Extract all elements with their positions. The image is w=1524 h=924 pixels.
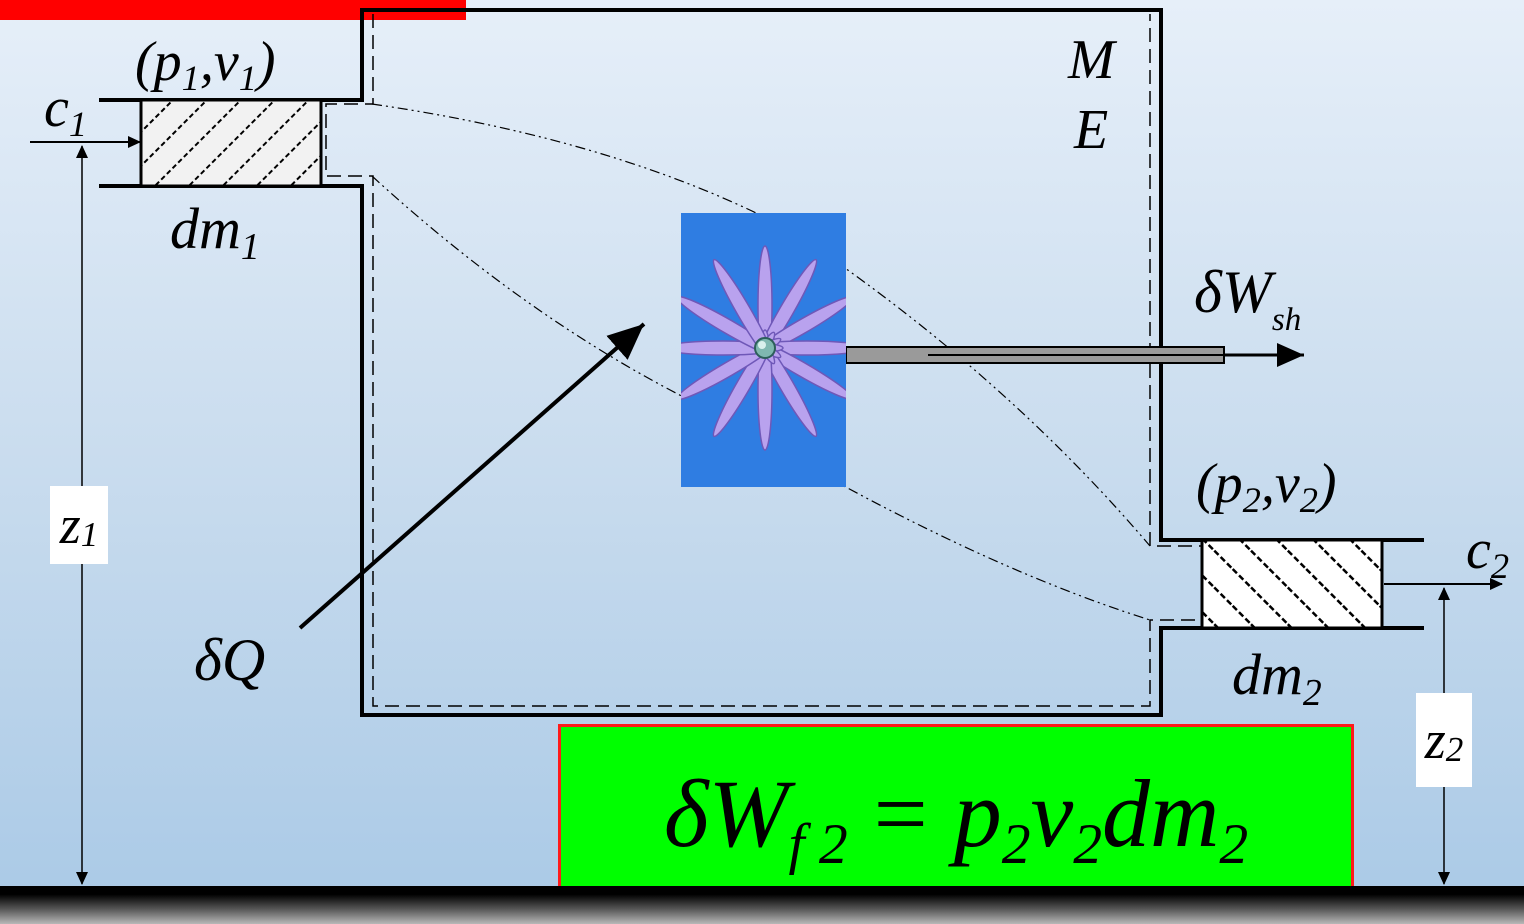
heat-label: δQ <box>194 627 266 693</box>
dm2-label: dm2 <box>1232 642 1322 714</box>
inlet-slug-dm1 <box>139 98 323 188</box>
shaft-work-label: δWsh <box>1194 259 1302 339</box>
energy-label: E <box>1074 99 1109 161</box>
shaft <box>845 346 1225 364</box>
state2-label: (p2,v2) <box>1196 453 1337 521</box>
heat-arrow-icon <box>298 322 646 630</box>
turbine-rotor-icon <box>681 245 846 451</box>
c1-label: c1 <box>44 77 88 145</box>
ground-reference <box>0 886 1524 924</box>
top-red-bar <box>0 0 466 20</box>
turbine-panel <box>681 213 846 487</box>
dm1-label: dm1 <box>170 196 260 268</box>
eq-rhs: p2v2dm2 <box>953 759 1249 876</box>
eq-lhs: δWf 2 <box>663 759 848 876</box>
eq-equals: = <box>873 759 928 867</box>
control-surface-dashed <box>325 14 1203 707</box>
mass-label: M <box>1068 29 1115 91</box>
outlet-slug-dm2 <box>1200 538 1384 630</box>
state1-label: (p1,v1) <box>135 31 276 99</box>
flow-work-equation: δWf 2 = p2v2dm2 <box>558 724 1354 902</box>
c2-label: c2 <box>1466 519 1510 587</box>
